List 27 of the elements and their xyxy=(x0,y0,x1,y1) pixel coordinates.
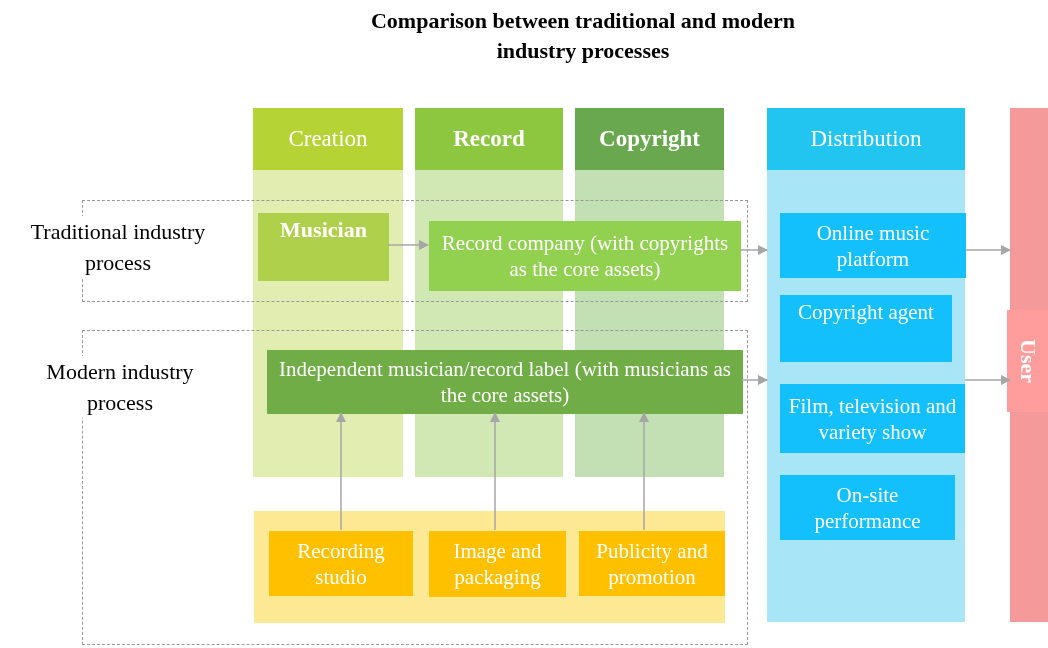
arrow xyxy=(387,239,430,251)
arrow xyxy=(964,374,1012,386)
column-header: Record xyxy=(415,108,563,170)
process-box: Independent musician/record label (with musicians as the core assets) xyxy=(267,350,743,414)
diagram-title: Comparison between traditional and modern industry processes xyxy=(369,7,797,65)
process-box: Online music platform xyxy=(780,213,966,278)
arrow xyxy=(638,411,650,531)
column-header: Distribution xyxy=(767,108,965,170)
user-label: User xyxy=(1007,310,1048,412)
process-box: Publicity and promotion xyxy=(579,531,725,596)
process-box: On-site performance xyxy=(780,475,955,540)
arrow xyxy=(489,411,501,531)
process-box: Film, television and variety show xyxy=(780,384,965,453)
process-box: Copyright agent xyxy=(780,295,952,362)
process-box: Record company (with copyrights as the core assets) xyxy=(429,221,741,291)
process-box: Image and packaging xyxy=(429,531,566,597)
user-band xyxy=(1010,108,1048,622)
arrow xyxy=(965,244,1012,256)
arrow xyxy=(739,244,769,256)
support-band xyxy=(254,511,725,623)
column-band xyxy=(767,108,965,622)
column-header: Creation xyxy=(253,108,403,170)
process-box: Musician xyxy=(258,213,389,281)
arrow xyxy=(741,374,769,386)
arrow xyxy=(335,411,347,531)
column-header: Copyright xyxy=(575,108,724,170)
process-box: Recording studio xyxy=(269,531,413,596)
